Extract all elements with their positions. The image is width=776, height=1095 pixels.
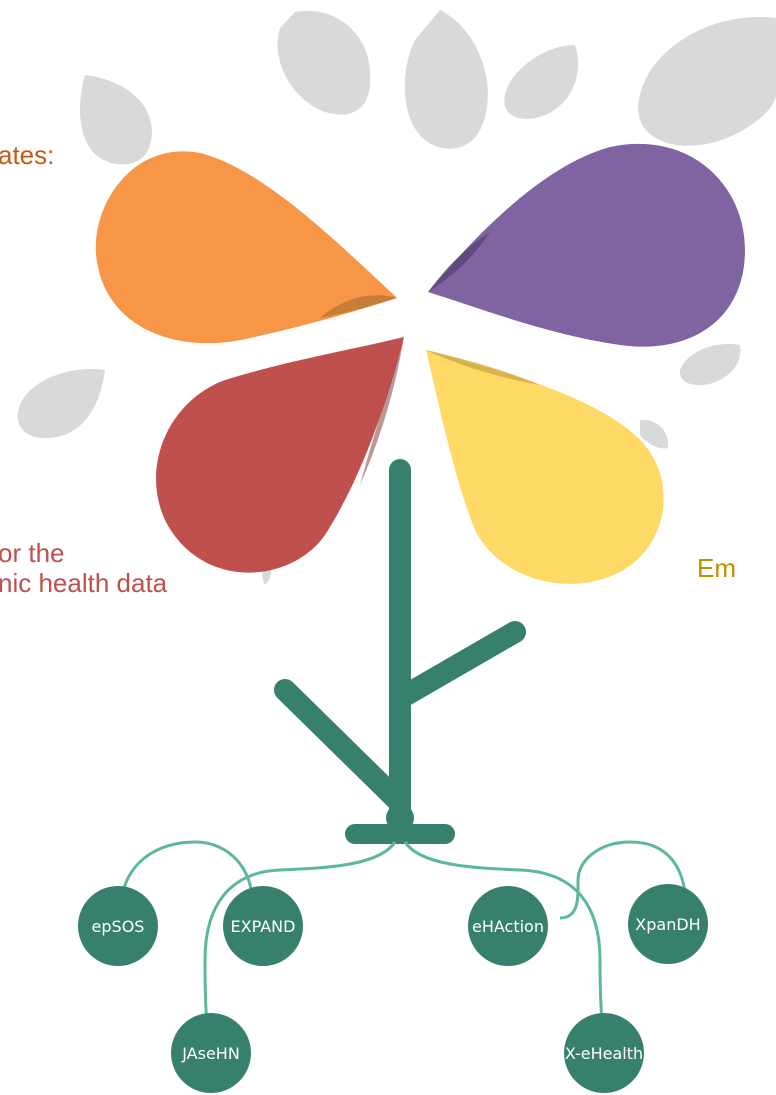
- red-petal-shade: [360, 337, 404, 485]
- node-ehaction: eHAction: [468, 886, 548, 966]
- node-xpandh: XpanDH: [628, 884, 708, 964]
- red-petal: [156, 337, 404, 573]
- petals: [95, 143, 745, 584]
- bg-leaf: [504, 45, 579, 119]
- node-expand-circle: [223, 886, 303, 966]
- orange-petal-text: ates:: [0, 140, 55, 170]
- root-left-main: [203, 841, 397, 1041]
- yellow-petal-text: Em: [697, 553, 736, 583]
- node-epsos: epSOS: [78, 886, 158, 966]
- node-epsos-label: epSOS: [92, 917, 145, 936]
- node-ehaction-label: eHAction: [472, 917, 544, 936]
- bg-leaf: [80, 75, 152, 165]
- node-expand: EXPAND: [223, 886, 303, 966]
- node-jasehn-circle: [171, 1013, 251, 1093]
- node-xehealth-label: X-eHealth: [565, 1044, 643, 1063]
- yellow-petal: [426, 350, 664, 584]
- orange-petal: [95, 151, 397, 344]
- orange-petal-shade: [320, 295, 397, 318]
- node-epsos-circle: [78, 886, 158, 966]
- bg-leaf: [679, 344, 741, 386]
- root-right-main: [403, 841, 606, 1041]
- purple-petal: [428, 143, 745, 347]
- stem: [274, 459, 526, 844]
- root-left-arc: [118, 840, 254, 917]
- bg-leaf: [277, 10, 371, 115]
- red-petal-text-line2: nic health data: [0, 568, 168, 598]
- stem-knot: [386, 804, 414, 832]
- bg-leaf: [404, 10, 488, 149]
- node-expand-label: EXPAND: [231, 917, 296, 936]
- node-xehealth: X-eHealth: [564, 1013, 644, 1093]
- node-jasehn-label: JAseHN: [181, 1044, 240, 1063]
- node-xehealth-circle: [564, 1013, 644, 1093]
- bg-leaf: [17, 369, 106, 439]
- node-xpandh-label: XpanDH: [635, 915, 700, 934]
- red-petal-text-line1: or the: [0, 538, 65, 568]
- bg-leaf: [640, 419, 669, 449]
- purple-petal-shade: [428, 232, 490, 292]
- root-right-arc: [559, 840, 687, 920]
- background-leaves: [17, 10, 776, 585]
- node-ehaction-circle: [468, 886, 548, 966]
- stem-left-branch: [274, 679, 408, 811]
- node-jasehn: JAseHN: [171, 1013, 251, 1093]
- stem-right-branch: [395, 621, 526, 706]
- bg-leaf: [638, 16, 776, 146]
- roots: [118, 840, 687, 1041]
- yellow-petal-shade: [426, 350, 540, 385]
- node-xpandh-circle: [628, 884, 708, 964]
